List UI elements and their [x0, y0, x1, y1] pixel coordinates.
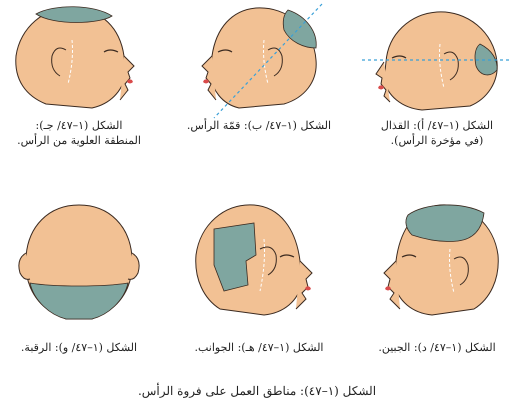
caption-figure-b-line1: الشكل (١–٤٧/ ب): قمّة الرأس. [184, 118, 334, 133]
caption-figure-c: الشكل (١–٤٧/ جـ): المنطقة العلوية من الر… [4, 118, 154, 148]
main-caption: الشكل (١–٤٧): مناطق العمل على فروة الرأس… [0, 384, 514, 398]
figure-sides [184, 195, 334, 335]
caption-figure-e: الشكل (١–٤٧/ هـ): الجوانب. [184, 340, 334, 355]
head-top-illustration [4, 0, 154, 115]
head-sides-illustration [184, 195, 334, 335]
head-occiput-illustration [362, 4, 512, 114]
caption-figure-d: الشكل (١–٤٧/ د): الجبين. [362, 340, 512, 355]
head-crown-illustration [184, 0, 334, 120]
figure-occiput [362, 4, 512, 114]
caption-figure-e-line1: الشكل (١–٤٧/ هـ): الجوانب. [184, 340, 334, 355]
caption-figure-a-line2: (في مؤخرة الرأس). [362, 133, 512, 148]
caption-figure-c-line2: المنطقة العلوية من الرأس. [4, 133, 154, 148]
figure-top-region [4, 0, 154, 115]
caption-figure-a: الشكل (١–٤٧/ أ): القذال (في مؤخرة الرأس)… [362, 118, 512, 148]
figure-nape [4, 195, 154, 335]
caption-figure-a-line1: الشكل (١–٤٧/ أ): القذال [362, 118, 512, 133]
caption-figure-f: الشكل (١–٤٧/ و): الرقبة. [4, 340, 154, 355]
caption-figure-f-line1: الشكل (١–٤٧/ و): الرقبة. [4, 340, 154, 355]
caption-figure-b: الشكل (١–٤٧/ ب): قمّة الرأس. [184, 118, 334, 133]
figure-forehead [362, 195, 512, 335]
figure-crown [184, 0, 334, 120]
caption-figure-c-line1: الشكل (١–٤٧/ جـ): [4, 118, 154, 133]
head-forehead-illustration [362, 195, 512, 335]
caption-figure-d-line1: الشكل (١–٤٧/ د): الجبين. [362, 340, 512, 355]
head-back-illustration [4, 195, 154, 335]
